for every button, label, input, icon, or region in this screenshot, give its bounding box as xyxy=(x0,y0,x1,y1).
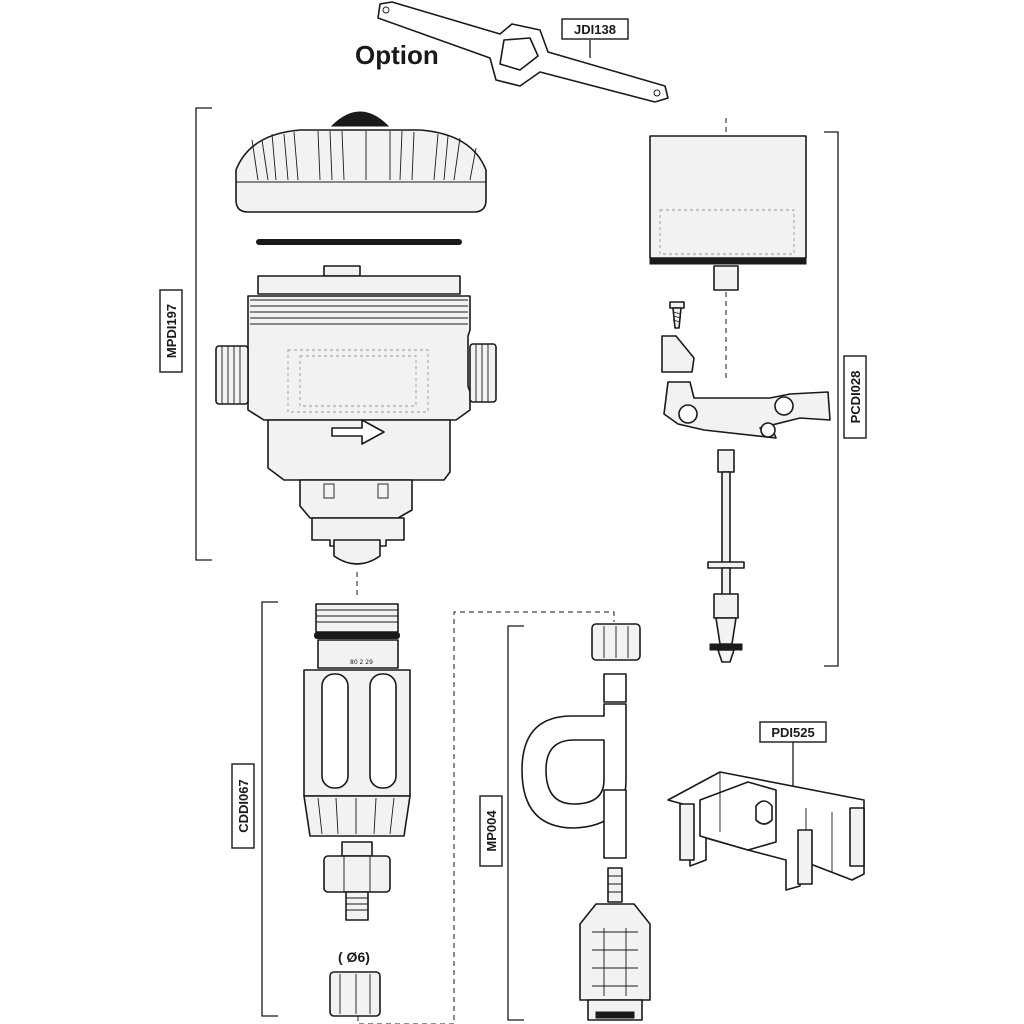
clip xyxy=(661,335,695,373)
tube-diameter-label: ( Ø6) xyxy=(338,949,370,965)
lever-arm xyxy=(663,381,831,439)
label-cddi067-text: CDDI067 xyxy=(236,779,251,832)
bracket-mpdi197 xyxy=(195,107,212,561)
bracket-mp004 xyxy=(507,625,524,1021)
hose-nut xyxy=(591,623,641,661)
label-mpdi197-text: MPDI197 xyxy=(164,304,179,358)
injection-unit: 80 2 29 xyxy=(303,603,411,837)
label-jdi138-text: JDI138 xyxy=(574,22,616,37)
pump-body xyxy=(215,265,497,565)
piston-cylinder xyxy=(649,135,807,291)
wrench-jdi138 xyxy=(377,1,669,103)
tube-nut-bottom xyxy=(329,971,381,1017)
top-cap xyxy=(235,111,487,213)
piston-rod xyxy=(707,449,745,663)
bracket-cddi067 xyxy=(261,601,278,1017)
connection-dashed-route xyxy=(357,611,615,1024)
label-pdi525: PDI525 xyxy=(759,721,827,790)
svg-text:80 2 29: 80 2 29 xyxy=(350,659,373,666)
foot-valve xyxy=(579,867,651,1021)
label-mp004: MP004 xyxy=(479,795,503,867)
wall-bracket-pdi525 xyxy=(667,771,865,891)
label-pcdi028: PCDI028 xyxy=(843,355,867,439)
nut xyxy=(323,841,391,921)
label-jdi138: JDI138 xyxy=(561,18,629,58)
bracket-pcdi028 xyxy=(824,131,839,667)
label-cddi067: CDDI067 xyxy=(231,763,255,849)
label-mpdi197: MPDI197 xyxy=(159,289,183,373)
hose-coil xyxy=(521,673,627,859)
screw xyxy=(669,301,685,329)
label-mp004-text: MP004 xyxy=(484,810,499,852)
label-pcdi028-text: PCDI028 xyxy=(848,371,863,424)
o-ring xyxy=(256,239,462,245)
label-pdi525-text: PDI525 xyxy=(771,725,814,740)
option-heading: Option xyxy=(355,40,439,70)
